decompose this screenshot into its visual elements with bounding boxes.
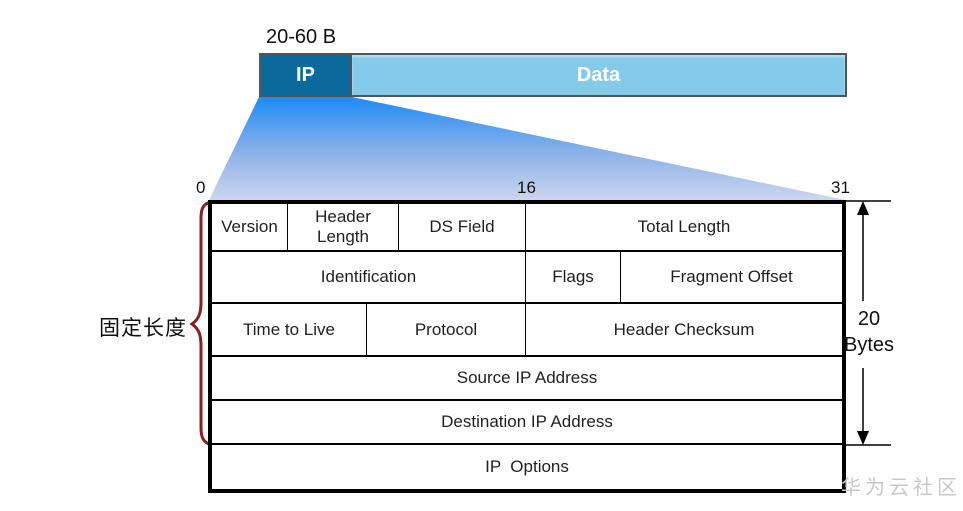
ip-header-segment: IP <box>261 55 352 95</box>
packet-encapsulation-bar: IP Data <box>259 53 847 97</box>
field-identification: Identification <box>212 252 526 302</box>
fixed-length-brace <box>189 200 214 447</box>
table-row: Source IP Address <box>212 357 842 401</box>
field-ds-field: DS Field <box>399 204 526 250</box>
field-flags: Flags <box>526 252 621 302</box>
bit-label-31: 31 <box>831 178 850 197</box>
table-row: IP Options <box>212 445 842 489</box>
zoom-funnel-shape <box>209 97 845 200</box>
field-header-length: Header Length <box>288 204 399 250</box>
bytes-unit: Bytes <box>843 334 895 356</box>
table-row: Time to Live Protocol Header Checksum <box>212 304 842 357</box>
arrow-down-icon <box>857 431 869 445</box>
field-fragment-offset: Fragment Offset <box>670 267 793 287</box>
bytes-value: 20 <box>857 308 881 330</box>
field-source-ip-address: Source IP Address <box>456 368 598 388</box>
twenty-bytes-arrow <box>846 200 891 446</box>
field-total-length: Total Length <box>637 217 731 237</box>
field-ip-options: IP Options <box>485 457 569 477</box>
ip-header-table: Version Header Length DS Field Total Len… <box>208 200 846 493</box>
bit-label-16: 16 <box>517 178 536 197</box>
huawei-cloud-watermark: 华为云社区 <box>841 477 961 499</box>
arrow-up-icon <box>857 201 869 215</box>
table-row: Version Header Length DS Field Total Len… <box>212 204 842 252</box>
bytes-size-label: 20 Bytes <box>836 306 902 358</box>
field-destination-ip-address: Destination IP Address <box>441 412 613 432</box>
field-protocol: Protocol <box>367 304 526 355</box>
field-header-checksum: Header Checksum <box>613 319 755 339</box>
fixed-length-label: 固定长度 <box>99 317 187 340</box>
packet-size-label: 20-60 B <box>266 26 337 48</box>
table-row: Destination IP Address <box>212 401 842 445</box>
table-row: Identification Flags Fragment Offset <box>212 252 842 304</box>
field-time-to-live: Time to Live <box>212 304 367 355</box>
bit-label-0: 0 <box>196 178 206 197</box>
field-version: Version <box>212 204 288 250</box>
data-payload-segment: Data <box>352 55 845 95</box>
